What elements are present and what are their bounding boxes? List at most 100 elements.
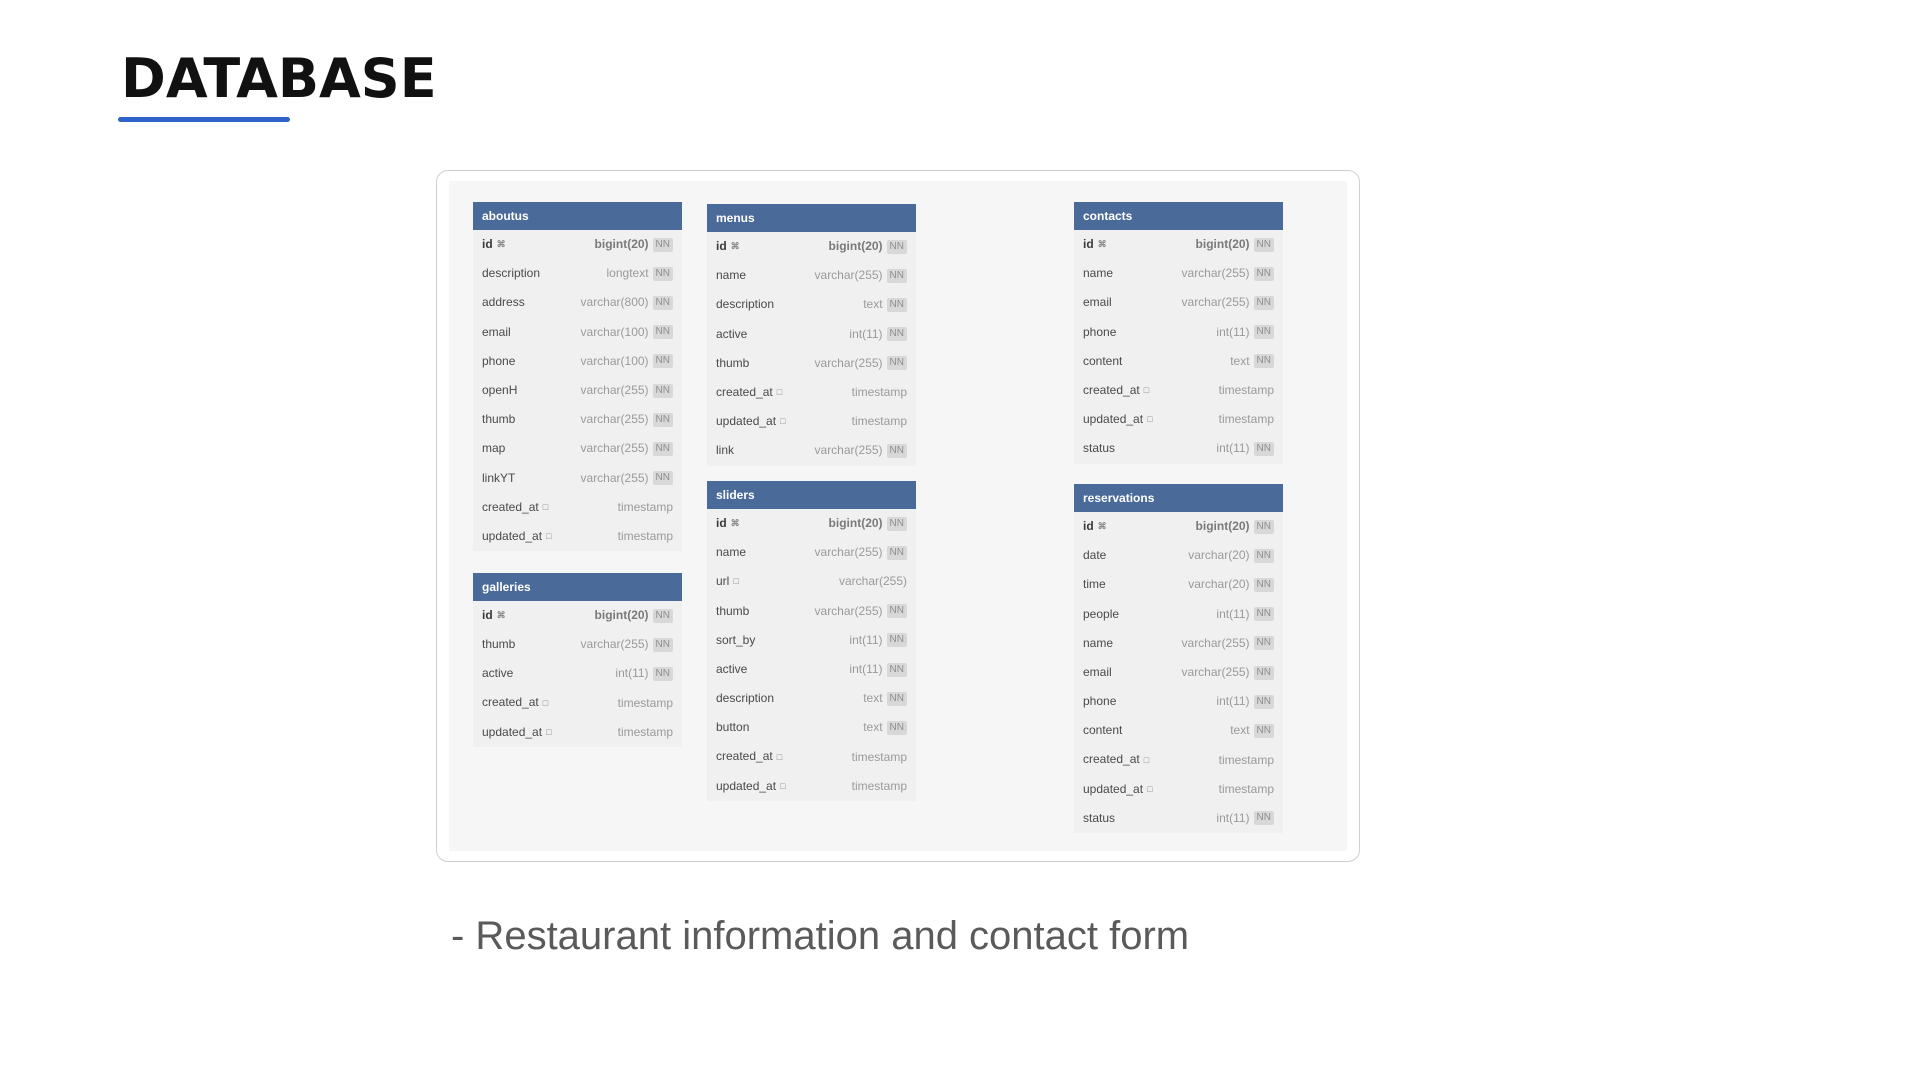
not-null-badge: NN <box>1253 266 1274 281</box>
not-null-badge: NN <box>1253 723 1274 738</box>
note-icon: □ <box>780 416 786 427</box>
column-name: active <box>482 659 615 688</box>
column-name-text: active <box>716 661 748 676</box>
not-null-badge: NN <box>1253 519 1274 534</box>
not-null-badge: NN <box>652 637 673 652</box>
column-name: updated_at□ <box>1083 775 1219 804</box>
column-name: status <box>1083 434 1216 463</box>
column-name-text: active <box>482 666 514 681</box>
not-null-badge: NN <box>886 239 907 254</box>
not-null-badge: NN <box>652 266 673 281</box>
column-name: created_at□ <box>1083 376 1219 405</box>
note-icon: □ <box>546 530 552 541</box>
column-name: description <box>716 290 863 319</box>
column-name: updated_at□ <box>716 407 852 436</box>
not-null-badge: NN <box>1253 577 1274 592</box>
column-name: name <box>1083 629 1182 658</box>
column-type: bigint(20) <box>828 516 883 530</box>
key-icon: ⌘ <box>730 241 740 252</box>
caption: - Restaurant information and contact for… <box>451 914 1190 958</box>
column-name-text: content <box>1083 723 1123 738</box>
not-null-badge: NN <box>1253 325 1274 340</box>
column-name-text: active <box>716 326 748 341</box>
column-type: varchar(20) <box>1188 548 1250 563</box>
column-name: name <box>716 261 815 290</box>
column-name-text: name <box>716 268 747 283</box>
column-name: content <box>1083 716 1230 745</box>
not-null-badge: NN <box>652 354 673 369</box>
column-name-text: id <box>482 236 493 251</box>
table-row: id⌘bigint(20)NN <box>1074 230 1283 259</box>
column-name: address <box>482 288 581 317</box>
column-name: updated_at□ <box>716 772 852 801</box>
table-row: id⌘bigint(20)NN <box>473 230 682 259</box>
column-type: varchar(100) <box>580 353 649 368</box>
column-type: timestamp <box>1218 752 1274 767</box>
table-row: created_at□timestamp <box>707 378 916 407</box>
not-null-badge: NN <box>886 720 907 735</box>
column-name-text: email <box>482 324 511 339</box>
column-name: id⌘ <box>1083 512 1196 541</box>
not-null-badge: NN <box>1253 636 1274 651</box>
column-name-text: phone <box>482 353 516 368</box>
table-row: url□varchar(255) <box>707 567 916 596</box>
column-name: updated_at□ <box>1083 405 1219 434</box>
column-name-text: description <box>716 297 775 312</box>
column-type: varchar(255) <box>580 637 649 652</box>
column-name-text: url <box>716 574 730 589</box>
column-name-text: id <box>482 607 493 622</box>
column-name: created_at□ <box>482 688 618 717</box>
note-icon: □ <box>546 726 552 737</box>
key-icon: ⌘ <box>1097 239 1107 250</box>
column-type: int(11) <box>1216 324 1250 339</box>
column-name: active <box>716 655 849 684</box>
column-name: phone <box>1083 318 1216 347</box>
column-name: thumb <box>716 597 815 626</box>
column-name-text: thumb <box>716 603 750 618</box>
table-row: updated_at□timestamp <box>1074 405 1283 434</box>
column-name: updated_at□ <box>482 718 618 747</box>
column-name: email <box>1083 658 1182 687</box>
column-name: openH <box>482 376 581 405</box>
column-type: text <box>863 297 883 312</box>
column-name-text: email <box>1083 295 1112 310</box>
column-name-text: description <box>716 691 775 706</box>
table-header: contacts <box>1074 202 1283 230</box>
column-name: button <box>716 713 863 742</box>
not-null-badge: NN <box>652 237 673 252</box>
column-name: sort_by <box>716 626 849 655</box>
column-name-text: map <box>482 441 506 456</box>
column-name: status <box>1083 804 1216 833</box>
column-name-text: created_at <box>716 384 773 399</box>
column-name-text: date <box>1083 548 1107 563</box>
column-name-text: button <box>716 720 750 735</box>
column-type: timestamp <box>1218 781 1274 796</box>
note-icon: □ <box>776 751 783 762</box>
column-type: text <box>1230 723 1250 738</box>
column-type: varchar(255) <box>838 574 907 589</box>
table-header: menus <box>707 204 916 232</box>
table-row: created_at□timestamp <box>1074 376 1283 405</box>
column-name-text: updated_at <box>1083 412 1144 427</box>
column-type: varchar(255) <box>1181 295 1250 310</box>
table-row: id⌘bigint(20)NN <box>1074 512 1283 541</box>
column-name: thumb <box>482 630 581 659</box>
column-name-text: sort_by <box>716 632 756 647</box>
table-header: reservations <box>1074 484 1283 512</box>
column-name-text: email <box>1083 664 1112 679</box>
table-row: id⌘bigint(20)NN <box>473 601 682 630</box>
key-icon: ⌘ <box>496 610 506 621</box>
column-type: int(11) <box>1216 694 1250 709</box>
